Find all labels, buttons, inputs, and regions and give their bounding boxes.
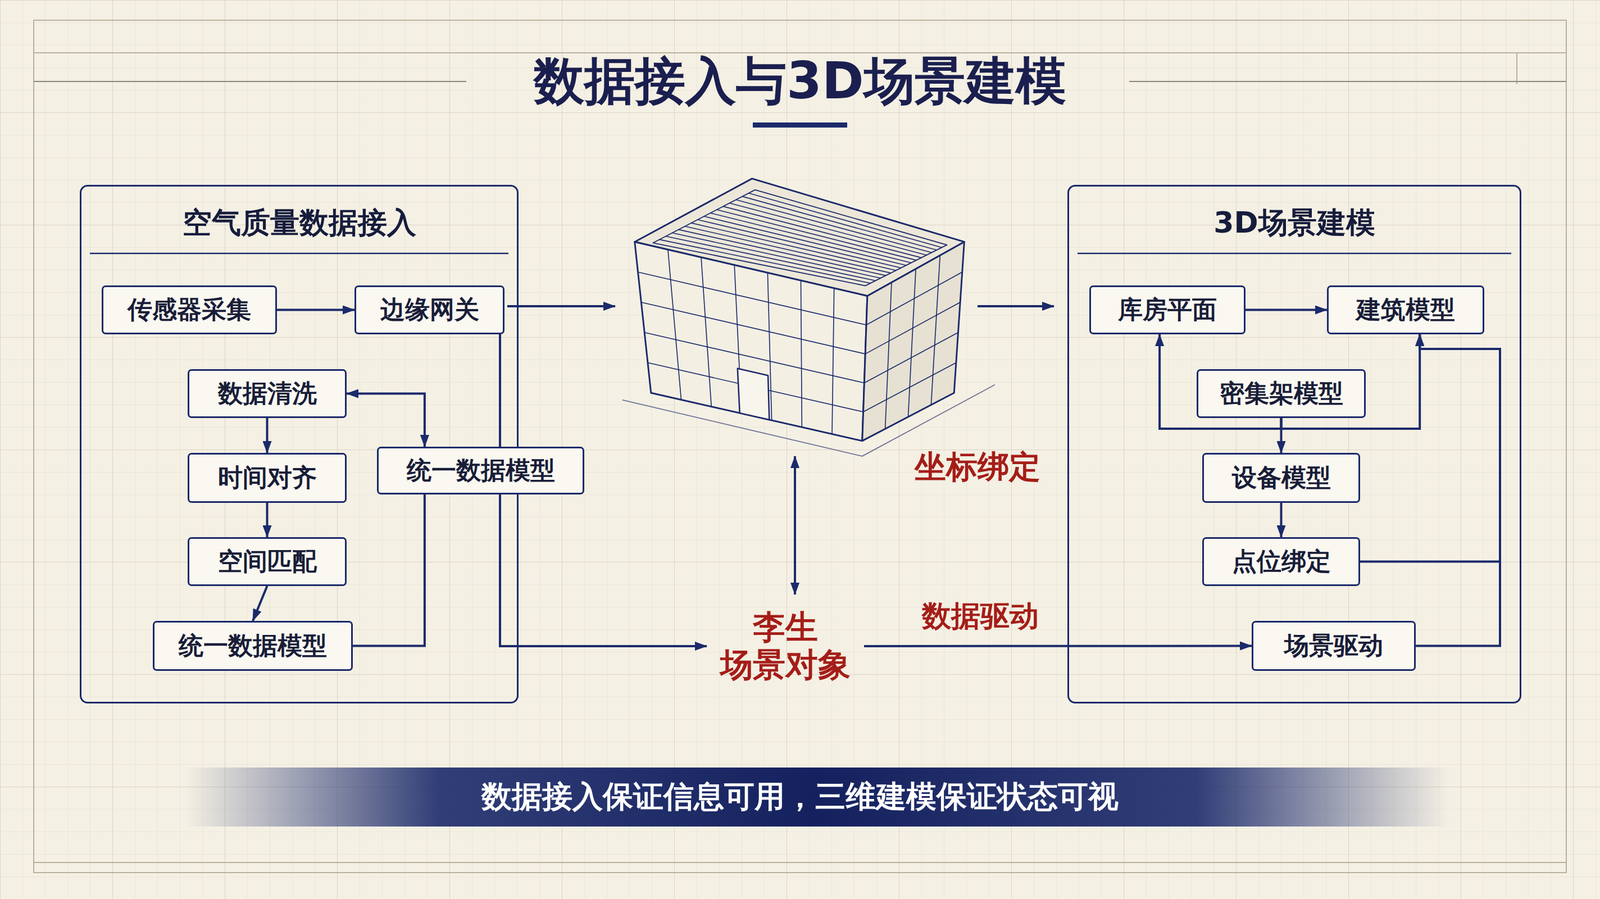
warehouse-building	[667, 249, 682, 400]
sheet-frame	[1516, 52, 1518, 85]
node-label: 统一数据模型	[406, 453, 556, 488]
flow-connector	[1280, 502, 1283, 538]
node-label: 数据清洗	[217, 376, 317, 411]
warehouse-building	[885, 282, 892, 430]
warehouse-building	[862, 241, 965, 441]
title-underbar	[752, 122, 848, 128]
node-label: 场景驱动	[1284, 629, 1384, 663]
sheet-frame	[33, 20, 1567, 873]
warehouse-building	[930, 255, 940, 406]
flow-arrow	[977, 305, 1054, 308]
flow-connector	[864, 644, 1252, 648]
warehouse-building	[710, 212, 912, 263]
annotation-label: 坐标绑定	[914, 446, 1041, 489]
warehouse-building	[832, 288, 835, 434]
process-box: 传感器采集	[101, 285, 277, 335]
node-label: 建筑模型	[1356, 293, 1456, 327]
process-box: 空间匹配	[187, 537, 347, 586]
process-box: 密集架模型	[1196, 369, 1366, 418]
flow-connector	[352, 494, 425, 647]
flow-connector	[276, 308, 355, 312]
flow-connector	[1245, 308, 1327, 312]
panel-heading: 空气质量数据接入	[81, 203, 517, 243]
warehouse-building	[729, 202, 927, 256]
process-box: 设备模型	[1202, 452, 1361, 503]
flow-connector	[1360, 334, 1500, 562]
process-box: 建筑模型	[1326, 285, 1485, 335]
warehouse-building	[703, 216, 907, 266]
flow-arrow	[507, 306, 1054, 595]
warehouse-building	[748, 193, 943, 248]
node-label: 设备模型	[1232, 461, 1331, 495]
warehouse-building	[801, 280, 803, 427]
edge-label: 数据驱动	[921, 596, 1039, 636]
warehouse-building	[908, 269, 917, 417]
warehouse-building	[735, 200, 932, 253]
flow-connector	[252, 585, 268, 621]
caption-band	[185, 767, 1450, 827]
node-label: 空间匹配	[217, 544, 317, 579]
panel-heading-rule	[1077, 252, 1512, 255]
flow-arrow	[793, 456, 797, 595]
flow-connector	[1280, 417, 1283, 453]
process-box: 统一数据模型	[152, 620, 353, 671]
warehouse-building	[697, 219, 902, 268]
flow-connector	[346, 393, 425, 448]
node-label: 边缘网关	[380, 293, 480, 327]
title-rule	[1129, 80, 1567, 83]
panel-heading: 3D场景建模	[1069, 203, 1520, 243]
caption-text: 数据接入保证信息可用，三维建模保证状态可视	[481, 776, 1119, 818]
panel-heading-rule	[89, 252, 509, 255]
node-label: 统一数据模型	[178, 629, 327, 663]
process-box: 数据清洗	[187, 369, 347, 418]
node-label: 密集架模型	[1219, 376, 1344, 411]
warehouse-building	[737, 368, 770, 420]
process-box: 时间对齐	[187, 452, 347, 503]
flow-arrow	[507, 305, 616, 308]
node-label: 传感器采集	[127, 293, 252, 327]
warehouse-building	[701, 257, 712, 407]
flow-connector	[266, 417, 269, 453]
process-box: 场景驱动	[1251, 620, 1416, 671]
title-rule	[33, 80, 467, 83]
node-label: 李生 场景对象	[706, 608, 865, 684]
warehouse-building	[742, 196, 937, 250]
node-label: 时间对齐	[217, 461, 317, 495]
process-box: 边缘网关	[354, 285, 505, 335]
node-label: 点位绑定	[1232, 544, 1331, 579]
process-box: 统一数据模型	[376, 446, 585, 495]
sheet-frame	[33, 861, 1567, 863]
process-box: 库房平面	[1089, 285, 1246, 335]
twin-object-label: 李生 场景对象	[706, 603, 865, 689]
warehouse-building	[622, 178, 995, 457]
flow-connector	[266, 502, 269, 538]
node-label: 库房平面	[1117, 293, 1217, 327]
section-panel: 3D场景建模库房平面 建筑模型密集架模型设备模型点位绑定场景驱动	[1067, 184, 1522, 704]
flow-connector	[1415, 334, 1500, 647]
page-title: 数据接入与3D场景建模	[533, 47, 1066, 116]
sheet-frame	[33, 20, 1567, 873]
process-box: 点位绑定	[1202, 537, 1361, 586]
section-panel: 空气质量数据接入传感器采集边缘网关数据清洗统一数据模型时间对齐空间匹配统一数据模…	[79, 184, 519, 704]
